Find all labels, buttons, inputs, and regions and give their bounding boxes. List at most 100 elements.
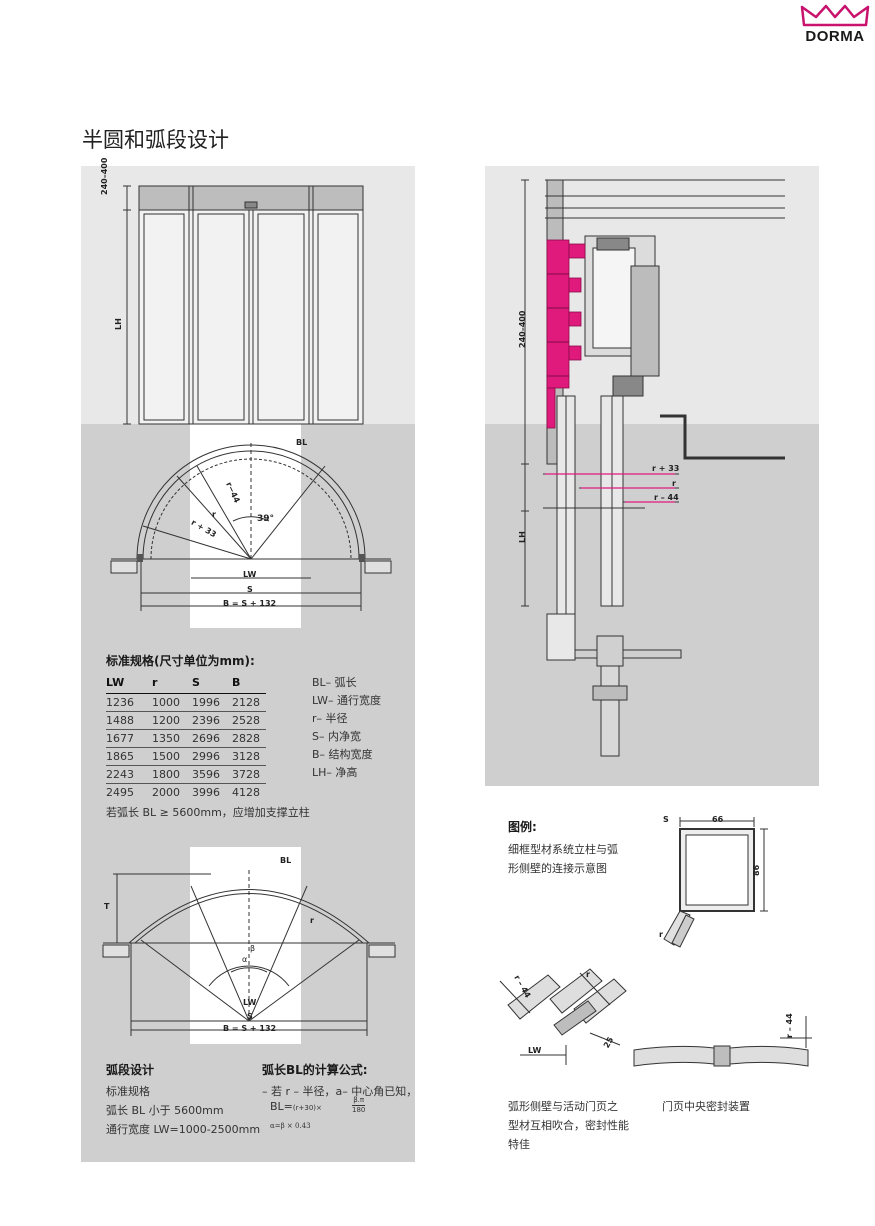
legend-dim-66: 66 (712, 815, 724, 824)
table-row: 1488 1200 2396 2528 (106, 711, 266, 730)
table-cell: 1000 (152, 693, 192, 712)
r-label: r (212, 510, 216, 519)
legend-profile-diagram (663, 817, 768, 948)
arc-design-heading: 弧段设计 (106, 1063, 155, 1077)
table-cell: 2396 (192, 711, 232, 730)
right-panel (485, 166, 819, 1162)
spec-table: LW r S B 1236 1000 1996 2128 1488 1200 2… (106, 674, 266, 801)
dim-height-label: LH (114, 318, 123, 330)
table-cell: 2828 (232, 729, 266, 748)
table-cell: 2696 (192, 729, 232, 748)
table-cell: 1865 (106, 747, 152, 766)
table-cell: 2000 (152, 783, 192, 801)
formula-line-3: α=β × 0.43 (270, 1122, 311, 1130)
b-label-2: B = S + 132 (223, 1024, 277, 1033)
col-header-r: r (152, 676, 158, 689)
table-cell: 1236 (106, 693, 152, 712)
seal-caption: 门页中央密封装置 (662, 1100, 750, 1113)
dim-top-label: 240–400 (100, 157, 109, 195)
spec-heading: 标准规格(尺寸单位为mm): (106, 654, 255, 668)
dorma-crown-logo (800, 4, 870, 27)
section-diagram (521, 179, 785, 757)
abbr-lh: LH– 净高 (312, 766, 358, 779)
arc-bl-label: BL (296, 438, 308, 447)
section-dim-height-label: LH (518, 531, 527, 543)
angle-label: 39° (257, 514, 275, 524)
t-label: T (104, 902, 110, 911)
table-cell: 1677 (106, 729, 152, 748)
table-cell: 2996 (192, 747, 232, 766)
formula-line-2: BL=(r+30)× β.π 180 (270, 1096, 366, 1114)
seal-r-minus-label: r – 44 (785, 1013, 794, 1038)
page-title: 半圆和弧段设计 (82, 128, 229, 152)
table-cell: 3128 (232, 747, 266, 766)
table-row: 2243 1800 3596 3728 (106, 765, 266, 784)
table-cell: 1996 (192, 693, 232, 712)
table-cell: 4128 (232, 783, 266, 801)
table-cell: 3728 (232, 765, 266, 784)
arc-segment-diagram (102, 870, 396, 1036)
alpha-label: α (242, 955, 248, 964)
legend-caption-1: 细框型材系统立柱与弧 (508, 843, 618, 856)
interlock-caption-2: 型材互相吹合，密封性能 (508, 1119, 629, 1132)
arc-design-line-3: 通行宽度 LW=1000-2500mm (106, 1123, 261, 1136)
table-cell: 3996 (192, 783, 232, 801)
b-label: B = S + 132 (223, 599, 277, 608)
formula-prefix: BL= (270, 1100, 293, 1113)
s-label: S (247, 585, 253, 594)
col-header-s: S (192, 676, 200, 689)
formula-line-1: – 若 r – 半径，a– 中心角已知， (262, 1085, 418, 1098)
detail-r-label: r (586, 970, 590, 979)
col-header-lw: LW (106, 676, 125, 689)
beta-label: β (250, 944, 256, 953)
semicircle-diagram (110, 185, 392, 611)
section-r-plus-label: r + 33 (652, 464, 680, 473)
arc-bl-label-2: BL (280, 856, 292, 865)
spec-note: 若弧长 BL ≥ 5600mm，应增加支撑立柱 (106, 806, 310, 819)
table-row: 1677 1350 2696 2828 (106, 729, 266, 748)
r-label-2: r (310, 916, 314, 925)
table-cell: 2243 (106, 765, 152, 784)
detail-lw-label: LW (528, 1046, 542, 1055)
legend-dim-r: r (659, 930, 663, 939)
section-r-minus-label: r – 44 (654, 493, 679, 502)
formula-frac-bottom: 180 (352, 1106, 366, 1114)
lw-label: LW (243, 570, 257, 579)
interlock-caption-1: 弧形侧壁与活动门页之 (508, 1100, 618, 1113)
abbr-r: r– 半径 (312, 712, 348, 725)
table-cell: 1200 (152, 711, 192, 730)
legend-caption-2: 形侧壁的连接示意图 (508, 862, 607, 875)
arc-design-line-1: 标准规格 (106, 1085, 150, 1098)
legend-dim-86: 86 (752, 864, 761, 876)
table-cell: 1488 (106, 711, 152, 730)
table-row: 1865 1500 2996 3128 (106, 747, 266, 766)
abbr-b: B– 结构宽度 (312, 748, 373, 761)
formula-frac-top: β.π (352, 1096, 366, 1106)
interlock-detail-diagram (499, 968, 627, 1065)
table-cell: 2528 (232, 711, 266, 730)
formula-heading: 弧长BL的计算公式: (262, 1063, 368, 1077)
table-cell: 2495 (106, 783, 152, 801)
lw-label-2: LW (243, 998, 257, 1007)
center-seal-diagram (633, 1016, 812, 1067)
abbr-lw: LW– 通行宽度 (312, 694, 381, 707)
abbr-s: S– 内净宽 (312, 730, 361, 743)
formula-mid: (r+30)× (292, 1104, 322, 1112)
table-cell: 2128 (232, 693, 266, 712)
section-dim-top-label: 240–400 (518, 310, 527, 348)
table-row: 1236 1000 1996 2128 (106, 693, 266, 712)
table-row: 2495 2000 3996 4128 (106, 783, 266, 801)
section-r-label: r (672, 479, 676, 488)
table-cell: 1500 (152, 747, 192, 766)
table-cell: 1800 (152, 765, 192, 784)
interlock-caption-3: 特佳 (508, 1138, 530, 1151)
brand-name: DORMA (805, 28, 865, 45)
s-label-2: S (247, 1012, 253, 1021)
arc-design-line-2: 弧长 BL 小于 5600mm (106, 1104, 224, 1117)
abbr-bl: BL– 弧长 (312, 676, 357, 689)
col-header-b: B (232, 676, 241, 689)
legend-dim-s: S (663, 815, 669, 824)
table-cell: 3596 (192, 765, 232, 784)
table-cell: 1350 (152, 729, 192, 748)
legend-heading: 图例: (508, 820, 537, 834)
